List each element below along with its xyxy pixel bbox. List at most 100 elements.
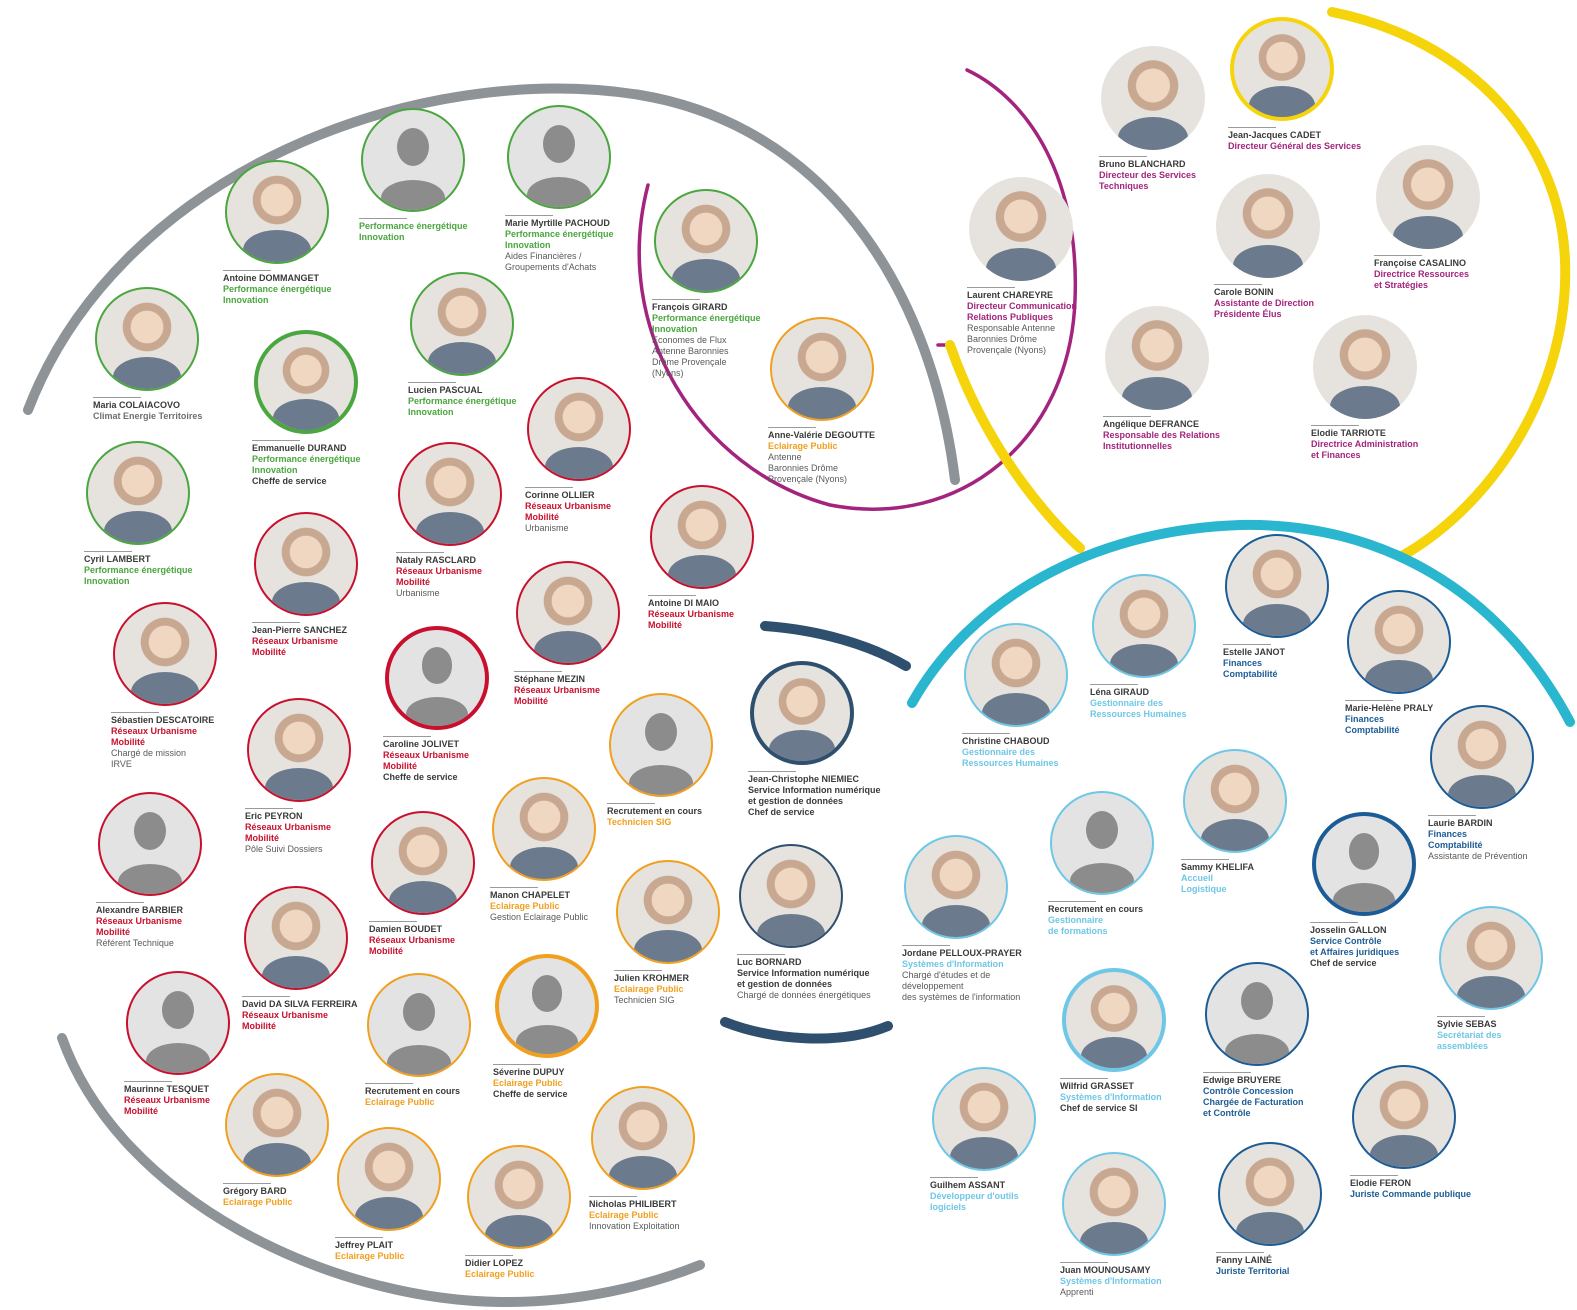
name-rule bbox=[1181, 859, 1229, 860]
person-name: Françoise CASALINO bbox=[1374, 258, 1467, 268]
portrait-photo bbox=[410, 272, 514, 376]
name-rule bbox=[1350, 1175, 1398, 1176]
name-rule bbox=[607, 803, 655, 804]
name-rule bbox=[223, 1183, 271, 1184]
name-rule bbox=[396, 552, 444, 553]
person-department: Réseaux Urbanisme Mobilité bbox=[96, 916, 183, 937]
person-name: Jean-Pierre SANCHEZ bbox=[252, 625, 348, 635]
name-rule bbox=[1214, 284, 1262, 285]
person-name: Laurie BARDIN bbox=[1428, 818, 1493, 828]
portrait-photo bbox=[254, 330, 358, 434]
person-title: Chef de service SI bbox=[1060, 1103, 1138, 1113]
person-department: Réseaux Urbanisme Mobilité bbox=[124, 1095, 211, 1116]
person-department: Finances Comptabilité bbox=[1223, 658, 1278, 679]
person-department: Eclairage Public bbox=[335, 1251, 405, 1261]
placeholder-avatar-icon bbox=[495, 954, 599, 1058]
name-rule bbox=[1216, 1252, 1264, 1253]
placeholder-avatar-icon bbox=[1050, 791, 1154, 895]
person-department: Climat Energie Territoires bbox=[93, 411, 203, 421]
person-name: Maria COLAIACOVO bbox=[93, 400, 181, 410]
person-department: Service Information numérique et gestion… bbox=[737, 968, 870, 989]
name-rule bbox=[252, 622, 300, 623]
name-rule bbox=[493, 1064, 541, 1065]
person-name: Cyril LAMBERT bbox=[84, 554, 151, 564]
person-department: Assistante de Direction Présidente Élus bbox=[1214, 298, 1315, 319]
portrait-photo bbox=[247, 698, 351, 802]
person-title: Cheffe de service bbox=[493, 1089, 568, 1099]
person-name: Antoine DI MAIO bbox=[648, 598, 719, 608]
placeholder-avatar-icon bbox=[1312, 812, 1416, 916]
person-department: Réseaux Urbanisme Mobilité bbox=[525, 501, 612, 522]
name-rule bbox=[1345, 700, 1393, 701]
person-name: Eric PEYRON bbox=[245, 811, 303, 821]
person-name: Sammy KHELIFA bbox=[1181, 862, 1255, 872]
person-role: Chargé d'études et de développement des … bbox=[902, 970, 1021, 1002]
person-department: Eclairage Public bbox=[490, 901, 560, 911]
person-department: Réseaux Urbanisme Mobilité bbox=[245, 822, 332, 843]
person-role: Aides Financières / Groupements d'Achats bbox=[505, 251, 597, 272]
name-rule bbox=[242, 996, 290, 997]
portrait-photo bbox=[770, 317, 874, 421]
name-rule bbox=[124, 1081, 172, 1082]
person-name: Marie Myrtille PACHOUD bbox=[505, 218, 610, 228]
person-department: Performance énergétique Innovation bbox=[408, 396, 517, 417]
portrait-photo bbox=[337, 1127, 441, 1231]
person-name: Caroline JOLIVET bbox=[383, 739, 460, 749]
portrait-photo bbox=[527, 377, 631, 481]
portrait-photo bbox=[1439, 906, 1543, 1010]
person-department: Eclairage Public bbox=[223, 1197, 293, 1207]
person-department: Performance énergétique Innovation bbox=[505, 229, 614, 250]
person-role: Gestion Eclairage Public bbox=[490, 912, 589, 922]
portrait-photo bbox=[654, 189, 758, 293]
portrait-photo bbox=[371, 811, 475, 915]
name-rule bbox=[1311, 425, 1359, 426]
portrait-photo bbox=[113, 602, 217, 706]
name-rule bbox=[589, 1196, 637, 1197]
person-name: Recrutement en cours bbox=[607, 806, 703, 816]
name-rule bbox=[245, 808, 293, 809]
person-role: Pôle Suivi Dossiers bbox=[245, 844, 323, 854]
navy-arc-bottom bbox=[720, 1017, 893, 1044]
person-department: Finances Comptabilité bbox=[1428, 829, 1483, 850]
person-name: Luc BORNARD bbox=[737, 957, 802, 967]
person-title: Chef de service bbox=[748, 807, 815, 817]
person-department: Contrôle Concession Chargée de Facturati… bbox=[1203, 1086, 1304, 1118]
portrait-photo bbox=[904, 835, 1008, 939]
portrait-photo bbox=[86, 441, 190, 545]
person-role: Technicien SIG bbox=[614, 995, 675, 1005]
portrait-photo bbox=[964, 623, 1068, 727]
name-rule bbox=[1090, 684, 1138, 685]
name-rule bbox=[111, 712, 159, 713]
name-rule bbox=[902, 945, 950, 946]
person-name: Maurinne TESQUET bbox=[124, 1084, 210, 1094]
name-rule bbox=[967, 287, 1015, 288]
person-department: Directrice Ressources et Stratégies bbox=[1374, 269, 1470, 290]
person-department: Eclairage Public bbox=[493, 1078, 563, 1088]
person-department: Directeur Général des Services bbox=[1228, 141, 1362, 151]
person-department: Juriste Territorial bbox=[1216, 1266, 1290, 1276]
person-role: Antenne Baronnies Drôme Provençale (Nyon… bbox=[768, 452, 848, 484]
person-name: Léna GIRAUD bbox=[1090, 687, 1150, 697]
person-department: Gestionnaire de formations bbox=[1048, 915, 1108, 936]
person-department: Accueil Logistique bbox=[1181, 873, 1227, 894]
portrait-photo bbox=[95, 287, 199, 391]
person-name: Jean-Christophe NIEMIEC bbox=[748, 774, 860, 784]
portrait-photo bbox=[650, 485, 754, 589]
portrait-photo bbox=[1101, 46, 1205, 150]
